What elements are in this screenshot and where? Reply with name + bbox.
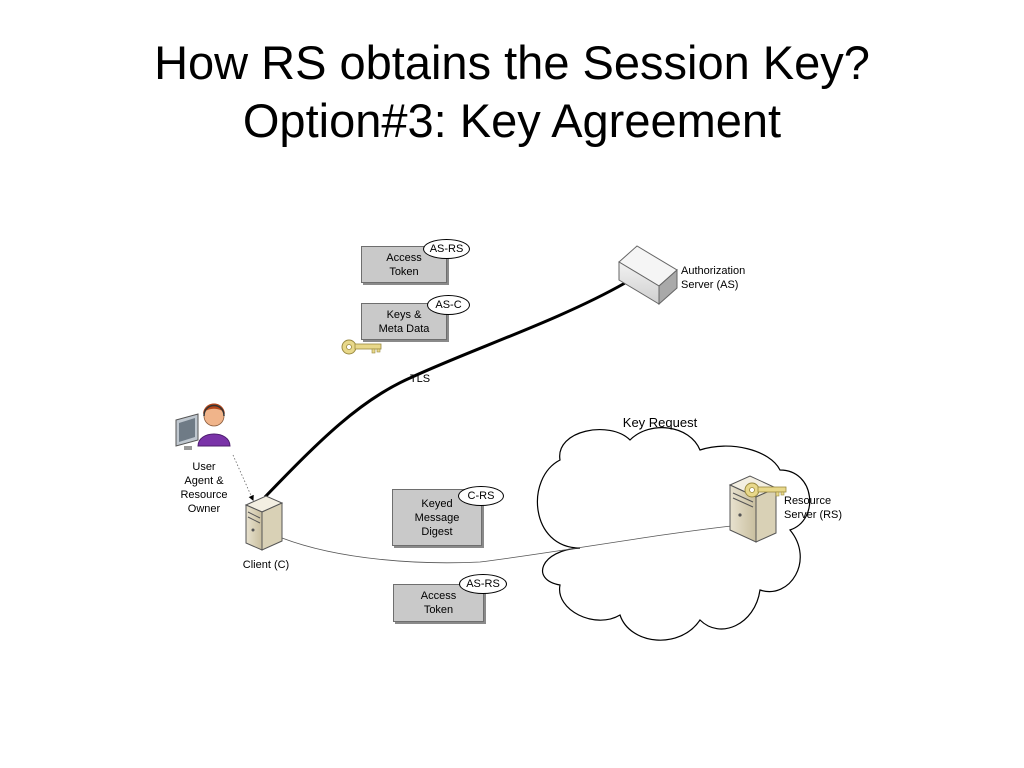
badge-label: AS-RS	[429, 243, 464, 255]
badge-label: C-RS	[467, 490, 495, 502]
label-line: Authorization	[681, 265, 746, 277]
label-line: Resource	[180, 489, 228, 501]
slide-title: How RS obtains the Session Key? Option#3…	[0, 34, 1024, 150]
message-label: Access Token	[420, 590, 457, 616]
badge-as-c: AS-C	[427, 295, 470, 315]
message-access-token-rs: Access Token	[393, 584, 484, 622]
authorization-server-label: Authorization Server (AS)	[681, 264, 745, 292]
client-label: Client (C)	[242, 559, 290, 571]
message-label: Keys & Meta Data	[378, 308, 430, 335]
server-icon	[244, 495, 284, 551]
key-icon	[341, 339, 382, 355]
label-line: Owner	[187, 503, 221, 515]
message-label: Access Token	[386, 251, 422, 278]
label-line: Resource	[784, 495, 832, 507]
badge-as-rs: AS-RS	[459, 574, 507, 594]
title-line-2: Option#3: Key Agreement	[242, 94, 782, 147]
server-icon	[618, 245, 678, 306]
label-line: Server (RS)	[784, 509, 843, 521]
key-request-label: Key Request	[622, 415, 698, 430]
title-line-1: How RS obtains the Session Key?	[154, 36, 870, 89]
message-label: Keyed Message Digest	[414, 497, 460, 538]
user-agent-label: User Agent & Resource Owner	[171, 460, 237, 516]
badge-label: AS-RS	[466, 578, 500, 590]
tls-label: TLS	[409, 373, 431, 385]
user-to-client-arrow	[232, 454, 254, 502]
label-line: Server (AS)	[681, 279, 739, 291]
resource-server-label: Resource Server (RS)	[784, 494, 842, 522]
key-icon	[744, 482, 787, 498]
label-line: User	[192, 461, 216, 473]
badge-c-rs: C-RS	[458, 486, 504, 506]
label-line: Agent &	[184, 475, 224, 487]
key-request-link	[281, 524, 741, 564]
tls-link	[263, 281, 626, 499]
badge-label: AS-C	[435, 299, 462, 311]
badge-as-rs: AS-RS	[423, 239, 470, 259]
user-at-computer-icon	[175, 403, 231, 450]
